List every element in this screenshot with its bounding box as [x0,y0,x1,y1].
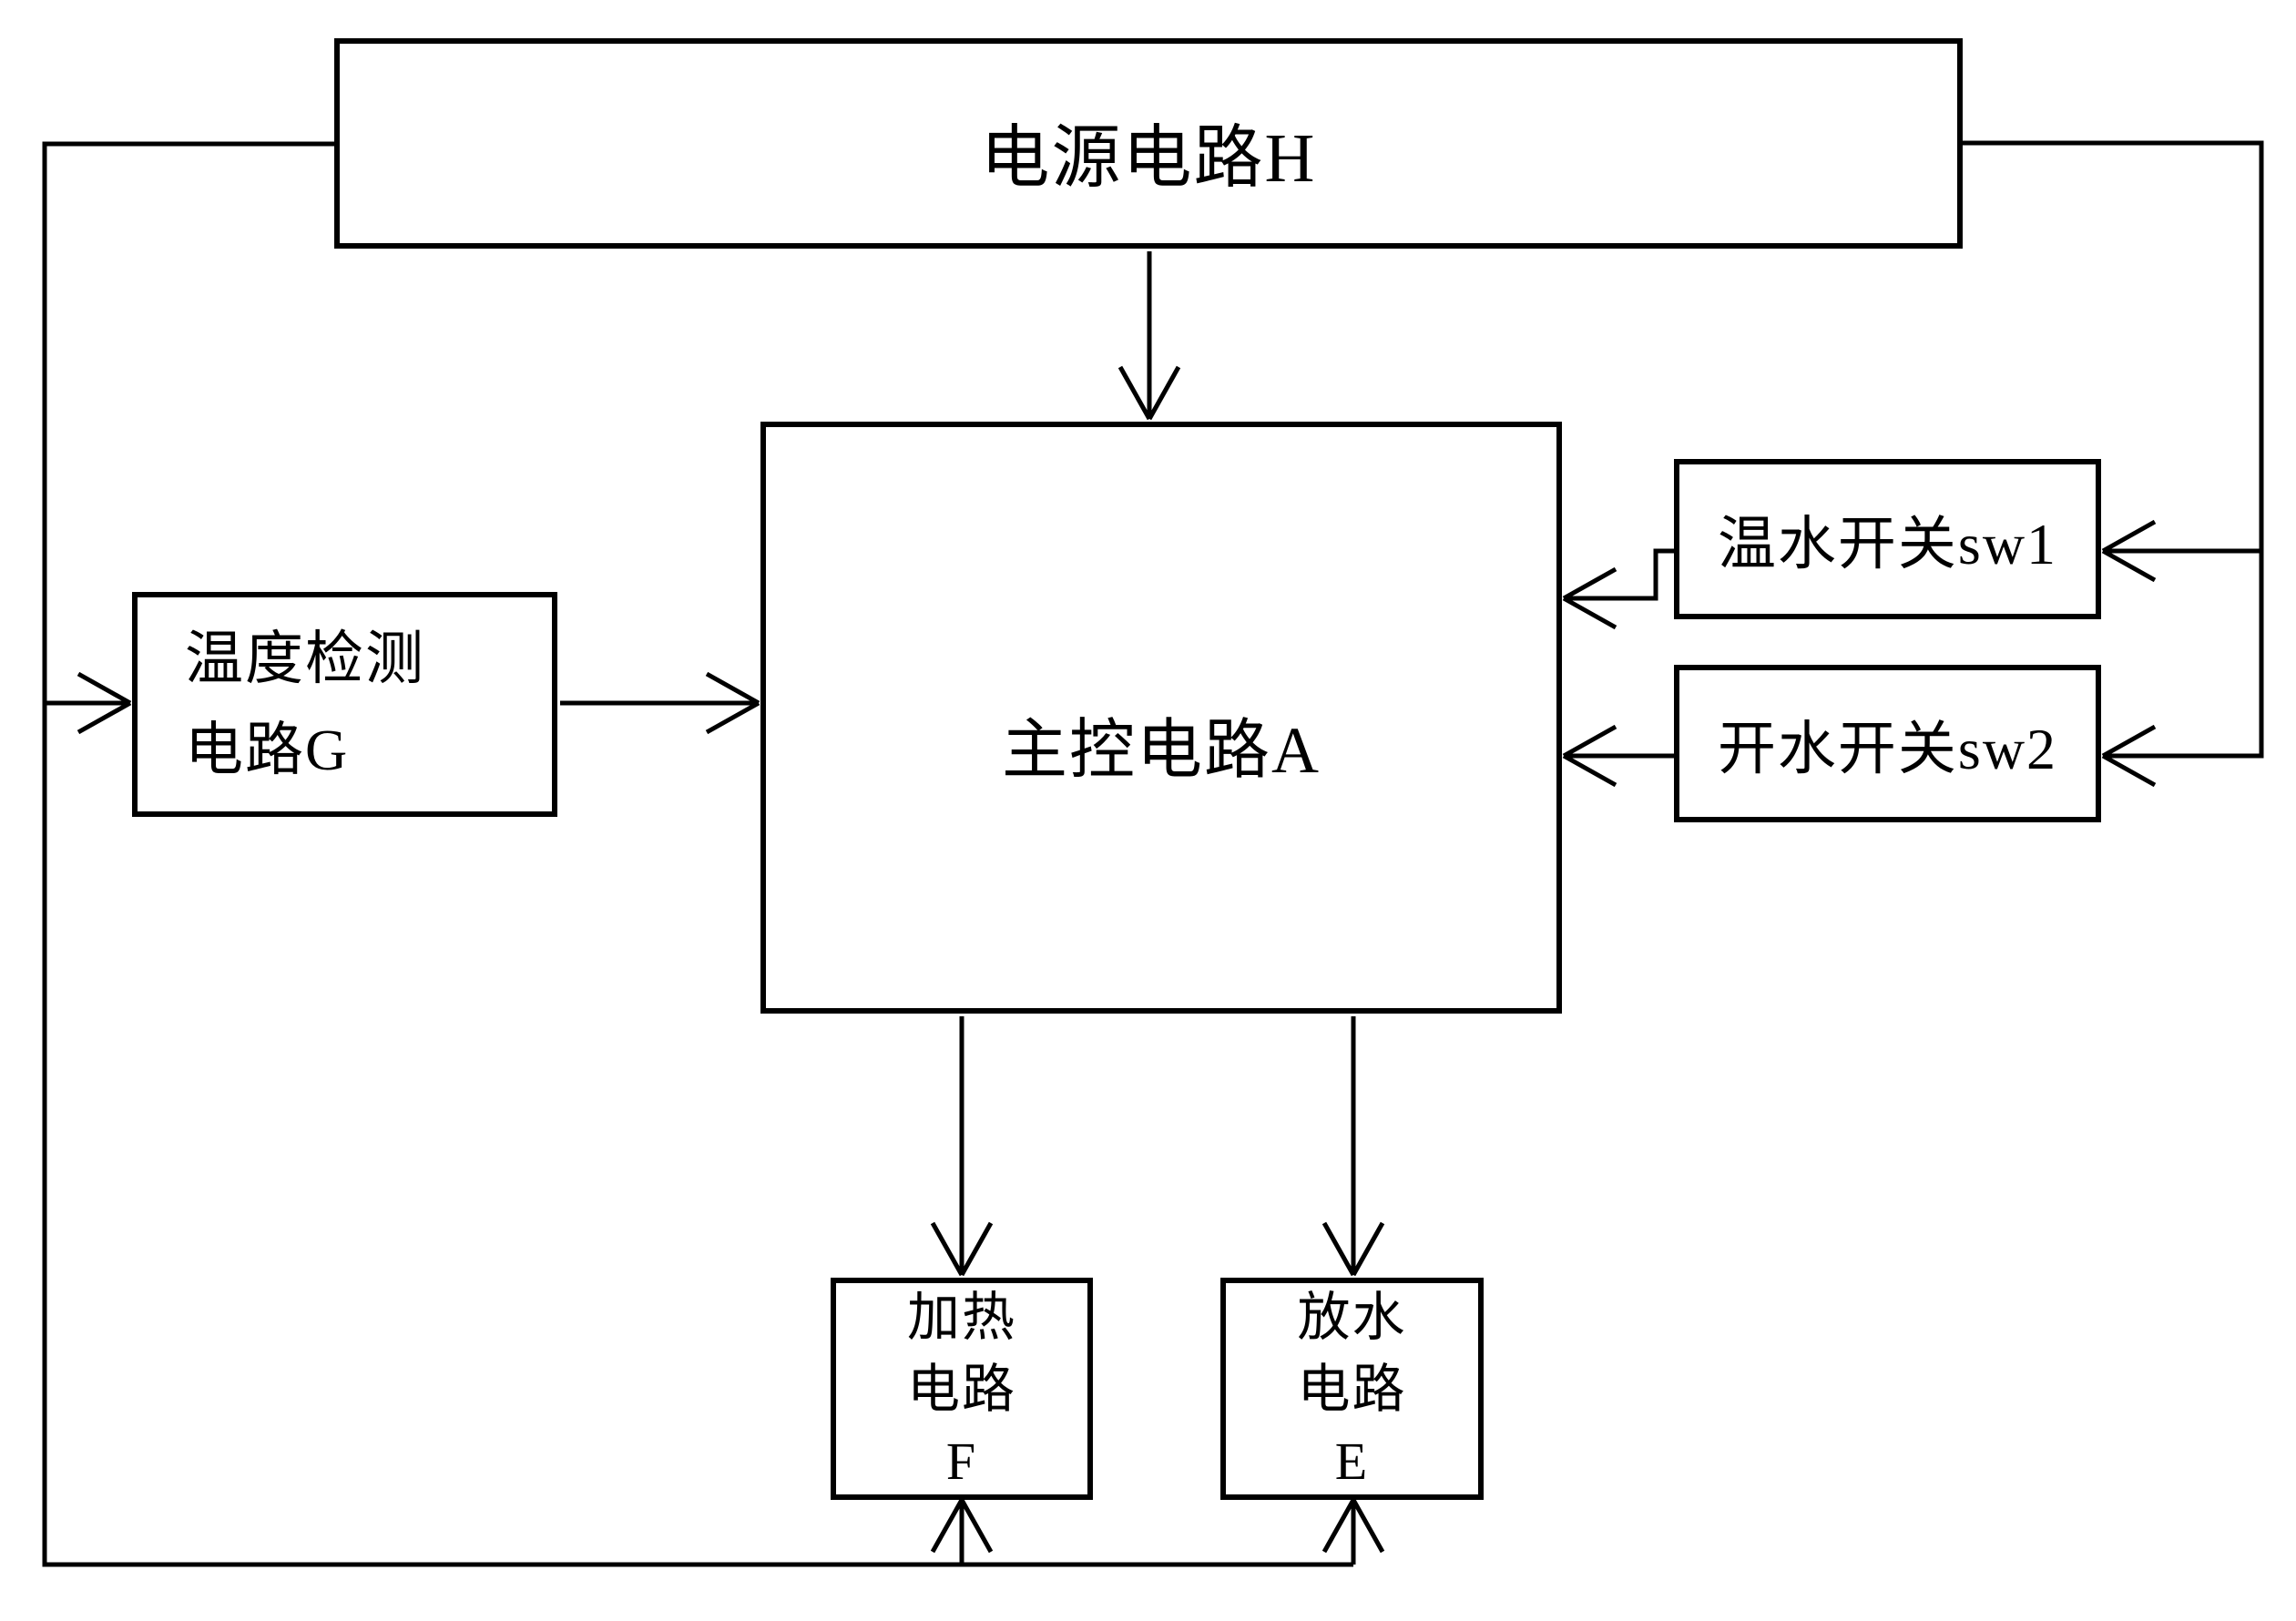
arrow-temp-to-main [560,671,760,735]
heating-circuit-label: 加热 电路 F [906,1287,1016,1491]
boiling-water-switch-block: 开水开关sw2 [1674,665,2101,822]
temperature-detection-circuit-label: 温度检测 电路G [185,626,425,782]
boiling-water-switch-label: 开水开关sw2 [1717,716,2058,781]
power-circuit-label: 电源电路H [980,119,1317,197]
arrow-sw1-to-main [1562,548,1674,630]
arrow-sw2-to-main [1562,724,1674,788]
heating-circuit-block: 加热 电路 F [831,1278,1093,1500]
arrow-power-to-main [1117,251,1181,421]
water-release-circuit-block: 放水 电路 E [1220,1278,1484,1500]
arrow-main-to-heating [930,1016,994,1277]
arrow-loop-to-water [1321,1498,1385,1565]
water-release-circuit-label: 放水 电路 E [1297,1287,1407,1491]
arrow-branch-to-sw1 [2101,519,2261,583]
main-control-circuit-label: 主控电路A [1002,713,1321,787]
arrow-loop-to-temp [45,671,132,735]
power-circuit-block: 电源电路H [334,38,1963,249]
warm-water-switch-label: 温水开关sw1 [1717,512,2058,576]
arrow-main-to-water [1321,1016,1385,1277]
wire-left-loop [42,141,1353,1567]
wire-right-branch [1963,140,2264,788]
main-control-circuit-block: 主控电路A [760,422,1562,1014]
temperature-detection-circuit-block: 温度检测 电路G [132,592,557,817]
arrow-loop-to-heating [930,1498,994,1565]
warm-water-switch-block: 温水开关sw1 [1674,459,2101,619]
